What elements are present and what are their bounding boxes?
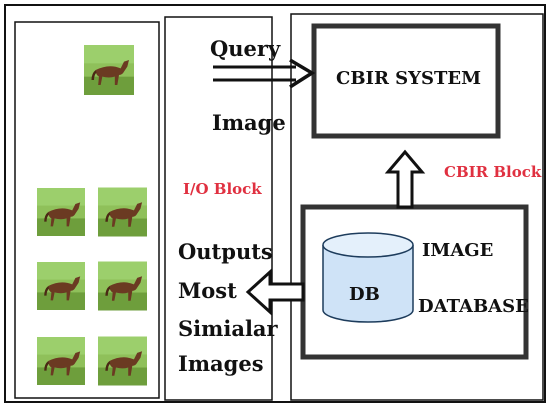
cbir-system-label: CBIR SYSTEM <box>336 68 482 89</box>
result-image <box>98 187 147 237</box>
query-image <box>84 45 134 95</box>
result-image <box>98 261 147 311</box>
result-image <box>37 188 85 236</box>
query-arrow-icon <box>213 58 316 89</box>
result-image <box>37 262 85 310</box>
outputs-label-line3: Simialar <box>178 316 278 341</box>
outer-frame <box>4 4 546 403</box>
result-image <box>37 337 85 385</box>
result-images <box>37 187 147 386</box>
outputs-label-line4: Images <box>178 351 264 376</box>
image-database-caption-line1: IMAGE <box>422 240 494 261</box>
image-panel <box>14 21 160 399</box>
outputs-label-line2: Most <box>178 278 237 303</box>
io-panel <box>164 16 273 401</box>
image-label: Image <box>212 110 286 135</box>
image-database-caption-line2: DATABASE <box>418 296 529 317</box>
cbir-block-label: CBIR Block <box>444 163 542 181</box>
output-arrow-icon <box>245 268 305 316</box>
result-image <box>98 336 147 386</box>
db-cylinder-icon <box>322 232 414 323</box>
query-label: Query <box>210 36 281 61</box>
database-to-system-arrow-icon <box>384 149 426 209</box>
cbir-panel <box>290 13 544 401</box>
io-block-label: I/O Block <box>183 180 262 198</box>
outputs-label-line1: Outputs <box>178 239 273 264</box>
db-label: DB <box>349 284 380 305</box>
cbir-system-box <box>311 23 501 139</box>
